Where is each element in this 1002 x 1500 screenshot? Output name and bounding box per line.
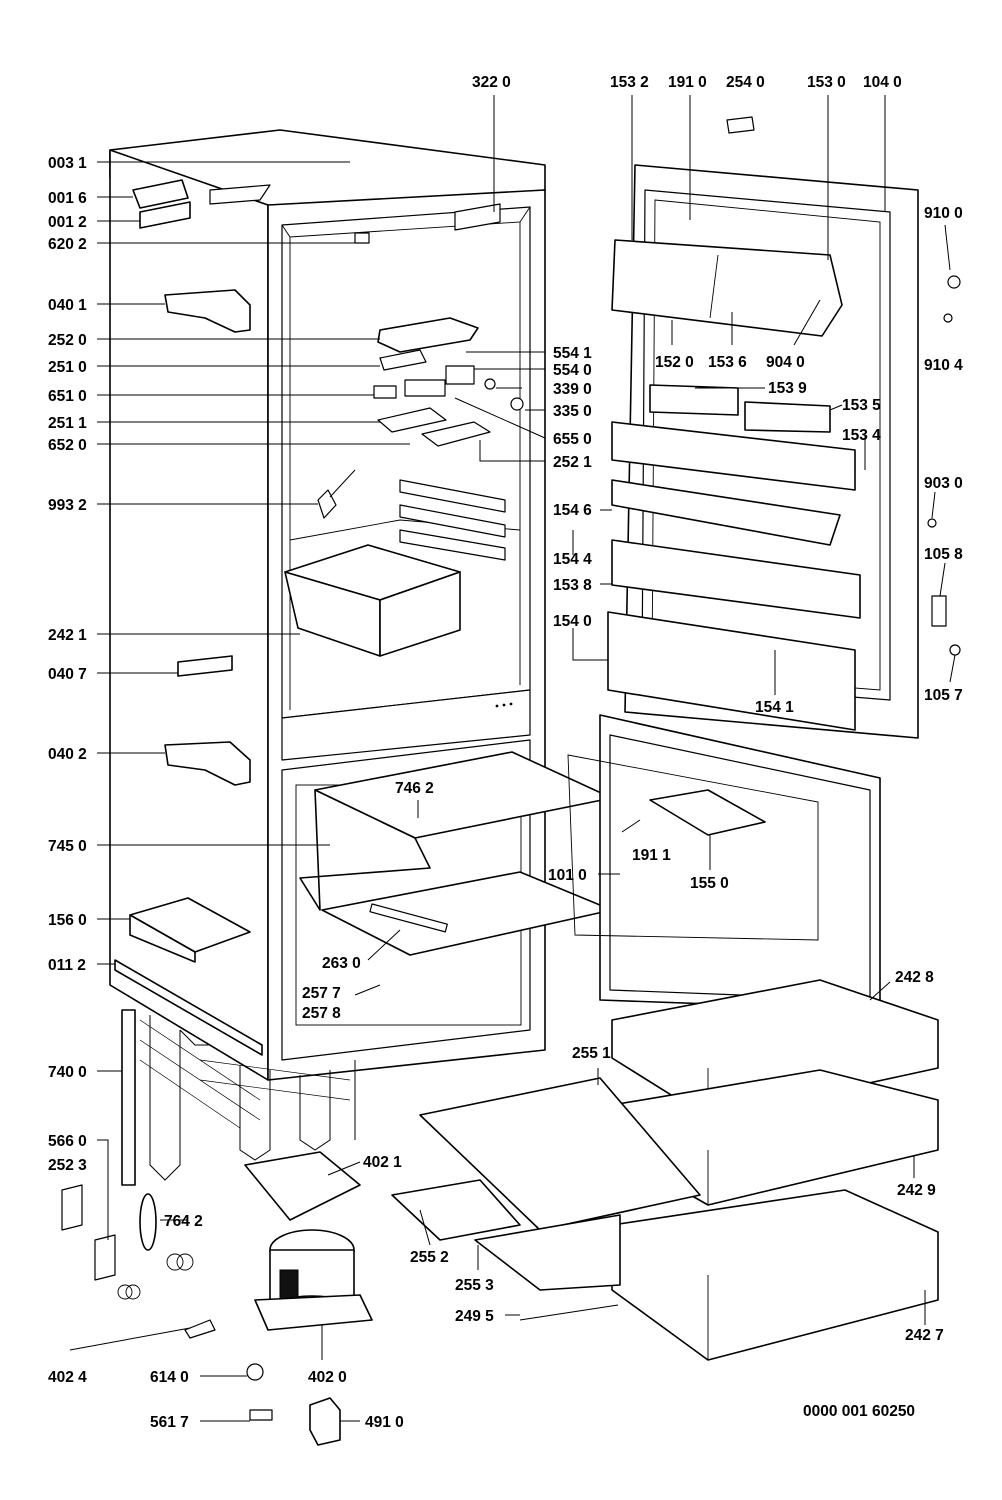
label-242-9: 242 9 (897, 1182, 936, 1199)
freezer-door (567, 714, 881, 1011)
label-254-0: 254 0 (726, 74, 765, 91)
label-255-2: 255 2 (410, 1249, 449, 1266)
label-554-0: 554 0 (553, 362, 592, 379)
label-156-0: 156 0 (48, 912, 87, 929)
label-257-7: 257 7 (302, 985, 341, 1002)
label-191-1: 191 1 (632, 847, 671, 864)
label-104-0: 104 0 (863, 74, 902, 91)
label-252-0: 252 0 (48, 332, 87, 349)
label-040-7: 040 7 (48, 666, 87, 683)
label-561-7: 561 7 (150, 1414, 189, 1431)
label-154-4: 154 4 (553, 551, 592, 568)
label-322-0: 322 0 (472, 74, 511, 91)
label-101-0: 101 0 (548, 867, 587, 884)
label-255-1: 255 1 (572, 1045, 611, 1062)
label-491-0: 491 0 (365, 1414, 404, 1431)
label-105-8: 105 8 (924, 546, 963, 563)
label-554-1: 554 1 (553, 345, 592, 362)
label-910-4: 910 4 (924, 357, 963, 374)
figure-reference-number: 0000 001 60250 (803, 1403, 915, 1420)
leader-lines (69, 95, 956, 1422)
label-335-0: 335 0 (553, 403, 592, 420)
part-labels: 003 1 001 6 001 2 620 2 040 1 252 0 251 … (48, 74, 963, 1431)
label-001-2: 001 2 (48, 214, 87, 231)
label-746-2: 746 2 (395, 780, 434, 797)
label-040-2: 040 2 (48, 746, 87, 763)
label-249-5: 249 5 (455, 1308, 494, 1325)
label-105-7: 105 7 (924, 687, 963, 704)
label-251-0: 251 0 (48, 359, 87, 376)
label-252-1: 252 1 (553, 454, 592, 471)
label-153-5: 153 5 (842, 397, 881, 414)
label-652-0: 652 0 (48, 437, 87, 454)
label-153-4: 153 4 (842, 427, 881, 444)
label-155-0: 155 0 (690, 875, 729, 892)
label-339-0: 339 0 (553, 381, 592, 398)
label-745-0: 745 0 (48, 838, 87, 855)
label-154-0: 154 0 (553, 613, 592, 630)
label-566-0: 566 0 (48, 1133, 87, 1150)
label-153-0: 153 0 (807, 74, 846, 91)
label-153-2: 153 2 (610, 74, 649, 91)
label-191-0: 191 0 (668, 74, 707, 91)
label-153-8: 153 8 (553, 577, 592, 594)
label-257-8: 257 8 (302, 1005, 341, 1022)
label-153-6: 153 6 (708, 354, 747, 371)
label-651-0: 651 0 (48, 388, 87, 405)
label-154-1: 154 1 (755, 699, 794, 716)
label-263-0: 263 0 (322, 955, 361, 972)
label-242-8: 242 8 (895, 969, 934, 986)
label-904-0: 904 0 (766, 354, 805, 371)
label-255-3: 255 3 (455, 1277, 494, 1294)
label-614-0: 614 0 (150, 1369, 189, 1386)
label-402-4: 402 4 (48, 1369, 87, 1386)
label-764-2: 764 2 (164, 1213, 203, 1230)
fridge-door (607, 116, 961, 739)
label-402-0: 402 0 (308, 1369, 347, 1386)
label-153-9: 153 9 (768, 380, 807, 397)
label-903-0: 903 0 (924, 475, 963, 492)
label-993-2: 993 2 (48, 497, 87, 514)
label-620-2: 620 2 (48, 236, 87, 253)
label-252-3: 252 3 (48, 1157, 87, 1174)
label-001-6: 001 6 (48, 190, 87, 207)
label-152-0: 152 0 (655, 354, 694, 371)
label-242-1: 242 1 (48, 627, 87, 644)
label-011-2: 011 2 (48, 957, 86, 974)
cooling-system (61, 1009, 373, 1446)
label-242-7: 242 7 (905, 1327, 944, 1344)
label-003-1: 003 1 (48, 155, 87, 172)
cabinet (109, 129, 613, 1081)
label-910-0: 910 0 (924, 205, 963, 222)
label-154-6: 154 6 (553, 502, 592, 519)
crisper-drawers (391, 979, 939, 1361)
label-402-1: 402 1 (363, 1154, 402, 1171)
label-740-0: 740 0 (48, 1064, 87, 1081)
thermostat-parts (354, 203, 524, 447)
label-655-0: 655 0 (553, 431, 592, 448)
label-251-1: 251 1 (48, 415, 87, 432)
left-small-parts (114, 179, 356, 1056)
label-040-1: 040 1 (48, 297, 87, 314)
